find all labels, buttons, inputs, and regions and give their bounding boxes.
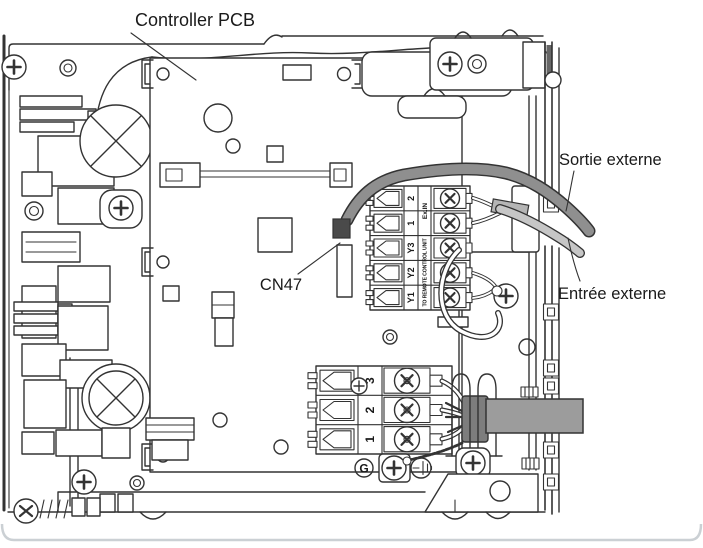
terminal-screw-icon [439, 187, 461, 209]
leader-line [297, 242, 341, 275]
clamp-screw-icon [459, 449, 487, 477]
controller-pcb-label: Controller PCB [135, 10, 255, 30]
power-terminal-block: 3 2 1 [307, 365, 453, 455]
left-connector-cluster [0, 53, 153, 507]
screw-icon [70, 468, 98, 496]
foot [139, 511, 167, 520]
power-screw-icon [393, 425, 421, 453]
ground-terminal: G [354, 441, 464, 483]
ground-label: G [359, 462, 368, 476]
base-rail [7, 468, 546, 524]
terminal-label: 1 [406, 221, 416, 226]
power-cable [485, 398, 584, 434]
clamp-screw-thread [520, 386, 540, 470]
terminal-label: 2 [406, 196, 416, 201]
screw-icon [0, 53, 28, 81]
terminal-label: Y2 [406, 267, 416, 278]
power-terminal-label: 3 [363, 377, 377, 384]
power-terminal-label: 1 [363, 436, 377, 443]
power-row: 1 [307, 425, 443, 453]
enclosure-frame [2, 34, 544, 512]
power-row: 2 [307, 396, 443, 424]
ground-screw-icon [380, 454, 408, 482]
top-bracket [361, 29, 552, 119]
terminal-row: Y3 [365, 237, 473, 259]
cn47-connector [332, 218, 351, 239]
external-output-cable [340, 162, 596, 238]
terminal-label: Y1 [406, 292, 416, 303]
leader-line [565, 170, 575, 212]
page-border [0, 523, 703, 542]
leader-line [130, 32, 197, 81]
power-screw-icon [393, 367, 421, 395]
external-input-cable [495, 204, 585, 258]
power-row: 3 [307, 367, 443, 395]
screw-icon [107, 194, 135, 222]
screw-icon [436, 50, 464, 78]
terminal-label: Y3 [406, 242, 416, 253]
ring-terminal [402, 456, 412, 466]
terminal-screw-icon [439, 212, 461, 234]
foot [441, 511, 469, 520]
right-rail [520, 41, 562, 515]
terminal-group-label: TO REMOTE CONTROL UNIT [423, 238, 429, 307]
ring-terminal [491, 285, 503, 297]
power-terminal-label: 2 [363, 406, 377, 413]
callouts: Controller PCB CN47 Sortie externe Entré… [130, 10, 666, 303]
sortie-externe-label: Sortie externe [559, 151, 662, 169]
cn47-label: CN47 [260, 276, 302, 294]
spring-screw [13, 497, 101, 524]
foot [485, 511, 511, 520]
cable-clamp [445, 373, 503, 479]
terminal-group-label: Ex.IN [422, 203, 429, 220]
leader-line [567, 237, 581, 282]
entree-externe-label: Entrée externe [558, 285, 666, 303]
terminal-row: 1 [365, 212, 473, 234]
power-screw-icon [393, 396, 421, 424]
remote-terminal-strip: 2 1 Y3 Y2 Y1 Ex.IN TO REMOTE CONTROL UN [365, 185, 473, 311]
